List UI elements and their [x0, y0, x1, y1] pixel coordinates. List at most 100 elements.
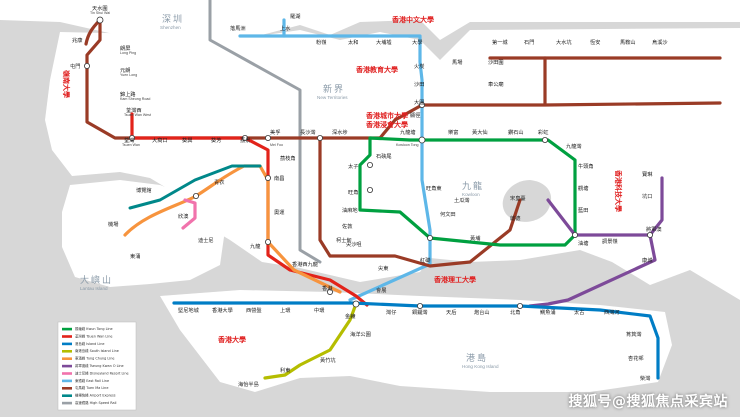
station-marker	[316, 134, 323, 141]
legend-swatch	[62, 327, 72, 331]
station-label: 粉嶺	[316, 38, 327, 46]
station-label: 土瓜灣	[454, 196, 470, 204]
station-marker	[572, 231, 579, 238]
station-label: 北角	[510, 308, 520, 316]
station-marker	[84, 63, 91, 70]
station-label: 香港西九龍	[292, 260, 319, 268]
university-label: 香港科技大學	[614, 169, 623, 212]
kwun-tong-line	[358, 136, 577, 247]
university-label: 香港教育大學	[355, 65, 398, 74]
region-label-en: Hong Kong Island	[462, 364, 499, 369]
station-label: 西營盤	[246, 306, 262, 314]
station-label: 調景嶺	[602, 237, 618, 245]
station-label-en: Kam Sheung Road	[120, 97, 150, 101]
station-label: 油塘	[578, 239, 588, 247]
station-label-en: Kowloon Tong	[396, 143, 419, 147]
station-label: 沙田	[414, 81, 424, 88]
station-label-en: Tin Shui Wai	[90, 11, 110, 15]
station-label: 坑口	[642, 192, 652, 200]
station-marker	[264, 238, 271, 245]
station-marker	[416, 302, 423, 309]
station-label: 美孚	[270, 128, 280, 136]
legend-label: 東涌綫 Tung Chung Line	[75, 356, 114, 361]
station-label-en: Long Ping	[120, 51, 136, 55]
station-label: 上水	[280, 24, 291, 32]
legend-label: 屯馬綫 Tuen Ma Line	[75, 385, 108, 390]
station-label: 旺角	[348, 188, 358, 196]
watermark: 搜狐号@搜狐焦点采宾站	[568, 394, 728, 410]
region-labels: 深圳 Shenzhen 新界 New Territories 九龍 Kowloo…	[80, 14, 499, 369]
station-label: 康城	[642, 256, 653, 264]
station-label: 寶琳	[642, 170, 653, 178]
station-marker	[366, 186, 373, 193]
station-label: 荃灣	[124, 136, 134, 144]
station-marker	[542, 136, 549, 143]
region-label: 深圳	[162, 14, 184, 25]
station-marker	[192, 192, 199, 199]
station-label: 荔景	[240, 136, 250, 144]
legend-swatch	[62, 357, 72, 360]
station-label: 黃竹坑	[320, 356, 336, 364]
station-label: 海洋公園	[350, 330, 371, 338]
station-label: 恆安	[590, 38, 600, 46]
legend-swatch	[62, 394, 72, 397]
station-label: 中環	[314, 306, 325, 314]
region-label: 港島	[466, 352, 488, 364]
station-label: 佐敦	[342, 222, 353, 230]
station-label: 堅尼地城	[178, 306, 200, 314]
station-label: 太古	[574, 308, 584, 316]
station-label: 機場	[108, 220, 118, 228]
station-label: 奧運	[274, 208, 284, 216]
station-label: 灣仔	[386, 308, 396, 316]
station-marker	[264, 134, 271, 141]
station-label: 彩虹	[538, 128, 548, 136]
south-island-line	[263, 302, 358, 380]
station-marker	[96, 16, 104, 24]
station-label: 第一城	[492, 38, 508, 46]
high-speed-rail-line	[208, 0, 322, 264]
station-label: 西灣河	[604, 308, 620, 316]
station-label: 博覽館	[136, 186, 152, 194]
station-label: 葵興	[182, 136, 192, 144]
legend-swatch	[62, 387, 72, 390]
station-label: 顯徑	[410, 111, 420, 119]
station-label: 羅湖	[290, 12, 300, 20]
station-label: 車公廟	[488, 80, 504, 88]
station-label-en: Tsuen Wan	[122, 143, 140, 147]
station-label: 元朗	[120, 66, 130, 74]
station-label: 大埔墟	[376, 38, 392, 46]
region-label-en: Shenzhen	[160, 25, 181, 30]
station-label: 太和	[348, 38, 358, 46]
university-label: 香港浸會大學	[365, 120, 408, 129]
station-label: 馬鞍山	[620, 38, 636, 46]
station-label: 深水埗	[332, 128, 348, 136]
station-label: 銅鑼灣	[412, 308, 428, 316]
station-marker	[517, 302, 524, 309]
region-label: 新界	[323, 83, 345, 95]
station-marker	[326, 288, 333, 295]
station-label: 迪士尼	[198, 236, 214, 244]
station-label: 油麻地	[342, 206, 358, 214]
university-label: 嶺南大學	[62, 70, 71, 98]
university-label: 香港中文大學	[391, 15, 434, 24]
station-label: 鑽石山	[508, 128, 524, 136]
station-label-en: Mei Foo	[270, 143, 283, 147]
station-label: 鰂魚涌	[540, 308, 556, 316]
station-marker	[241, 134, 248, 141]
university-labels: 香港中文大學 香港教育大學 香港城市大學 香港浸會大學 香港理工大學 香港大學 …	[62, 15, 623, 344]
station-label: 炮台山	[474, 308, 490, 316]
legend-label: 荃灣綫 Tsuen Wan Line	[75, 333, 113, 338]
legend-swatch	[62, 350, 72, 353]
station-label: 何文田	[440, 210, 456, 218]
station-marker	[128, 134, 135, 141]
station-label: 大水坑	[556, 38, 572, 46]
station-label: 葵芳	[211, 136, 221, 144]
station-label: 柴灣	[640, 374, 650, 382]
station-label: 尖沙咀	[346, 240, 362, 248]
station-label: 柯士甸	[336, 236, 352, 244]
legend-label: 南港島綫 South Island Line	[75, 348, 119, 353]
legend-label: 港島綫 Island Line	[75, 341, 104, 346]
station-label: 九龍	[250, 242, 261, 250]
tseung-kwan-o-line	[528, 176, 664, 308]
